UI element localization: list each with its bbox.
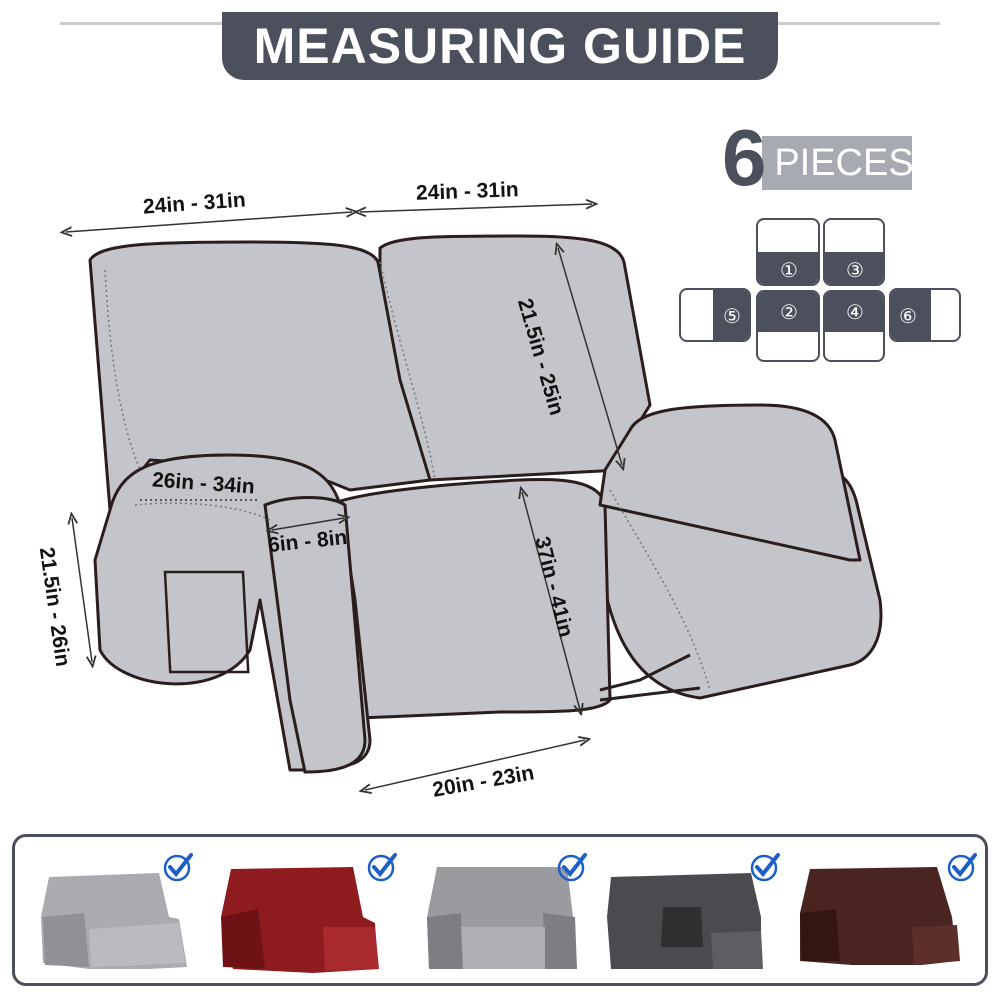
recliner-thumb-brown <box>800 867 960 965</box>
check-icon <box>163 853 193 882</box>
pieces-label: PIECES <box>762 136 914 190</box>
piece-label-2: ② <box>780 300 798 324</box>
page-title: MEASURING GUIDE <box>253 18 747 74</box>
check-icon <box>947 853 977 882</box>
piece-tile-2: ② <box>756 290 820 362</box>
recliner-thumb-grey <box>427 867 577 969</box>
piece-tile-5: ⑤ <box>679 288 751 342</box>
recliner-thumb-red <box>221 867 379 973</box>
recliner-thumb-charcoal <box>607 873 763 969</box>
check-icon <box>557 853 587 882</box>
piece-label-3: ③ <box>846 258 864 282</box>
piece-tile-3: ③ <box>823 218 885 286</box>
compatible-recliners-gallery <box>12 834 988 986</box>
piece-tile-6: ⑥ <box>889 288 961 342</box>
side-pocket <box>163 570 250 674</box>
left-back-cushion <box>88 240 432 512</box>
right-armrest <box>598 403 862 562</box>
piece-label-6: ⑥ <box>899 304 917 328</box>
header-rule-right <box>770 22 940 25</box>
check-icon <box>367 853 397 882</box>
check-icon <box>750 853 780 882</box>
pieces-badge: PIECES 6 <box>722 118 917 198</box>
pieces-count: 6 <box>722 113 767 202</box>
recliner-thumb-light-grey <box>41 873 187 969</box>
piece-tile-1: ① <box>756 218 820 286</box>
piece-label-1: ① <box>780 258 798 282</box>
piece-tile-4: ④ <box>823 290 885 362</box>
piece-label-5: ⑤ <box>723 304 741 328</box>
piece-label-4: ④ <box>846 300 864 324</box>
dim-right-back-width: 24in - 31in <box>415 178 520 205</box>
header-rule-left <box>60 22 230 25</box>
header-banner: MEASURING GUIDE <box>222 12 778 80</box>
sofa-illustration <box>0 0 883 830</box>
